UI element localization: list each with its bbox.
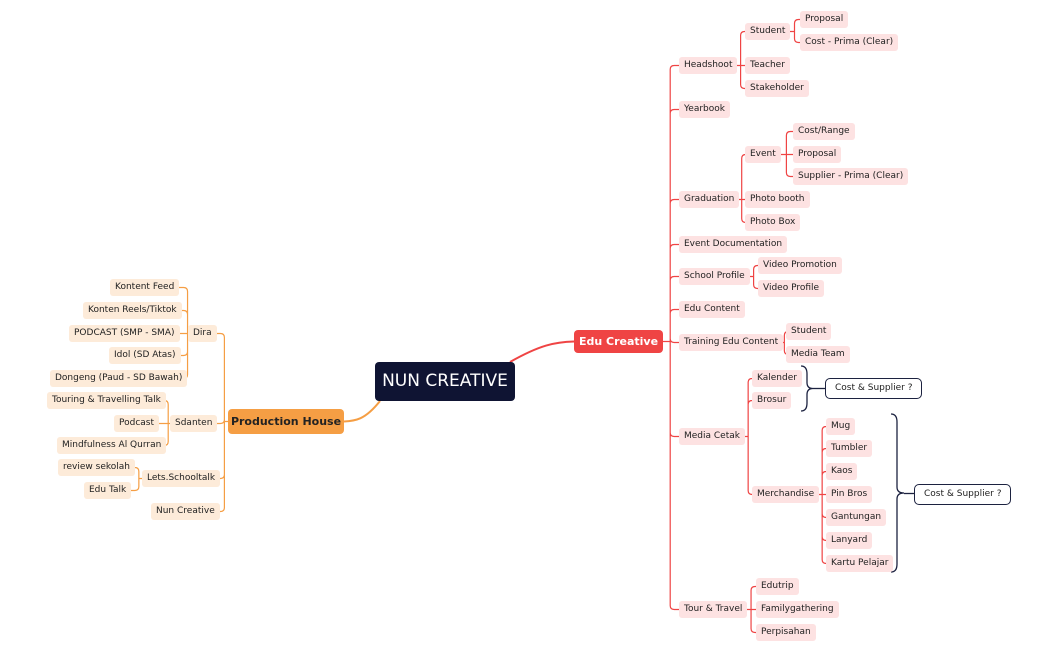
review-sekolah-node[interactable]: review sekolah bbox=[58, 459, 135, 476]
familygathering-node[interactable]: Familygathering bbox=[756, 601, 839, 618]
graduation-node[interactable]: Graduation bbox=[679, 191, 740, 208]
brace-1 bbox=[800, 365, 814, 412]
tumbler-node[interactable]: Tumbler bbox=[826, 440, 873, 457]
merchandise-node[interactable]: Merchandise bbox=[752, 486, 820, 503]
sdanten-node[interactable]: Sdanten bbox=[170, 415, 218, 432]
media-cetak-links bbox=[745, 377, 753, 496]
kaos-node[interactable]: Kaos bbox=[826, 463, 858, 480]
school-profile-node[interactable]: School Profile bbox=[679, 268, 750, 285]
lanyard-node[interactable]: Lanyard bbox=[826, 532, 873, 549]
brace-2 bbox=[890, 413, 905, 573]
kartu-pelajar-node[interactable]: Kartu Pelajar bbox=[826, 555, 894, 572]
event-proposal-node[interactable]: Proposal bbox=[793, 146, 842, 163]
headshoot-node[interactable]: Headshoot bbox=[679, 57, 738, 74]
yearbook-node[interactable]: Yearbook bbox=[679, 101, 730, 118]
merchandise-links bbox=[819, 425, 827, 565]
konten-reels-node[interactable]: Konten Reels/Tiktok bbox=[83, 302, 182, 319]
event-documentation-node[interactable]: Event Documentation bbox=[679, 236, 788, 253]
perpisahan-node[interactable]: Perpisahan bbox=[756, 624, 816, 641]
supplier-prima-node[interactable]: Supplier - Prima (Clear) bbox=[793, 168, 909, 185]
graduation-links bbox=[739, 153, 746, 224]
idol-sd-node[interactable]: Idol (SD Atas) bbox=[109, 347, 181, 364]
dira-links bbox=[179, 286, 189, 380]
cost-prima-node[interactable]: Cost - Prima (Clear) bbox=[800, 34, 899, 51]
gantungan-node[interactable]: Gantungan bbox=[826, 509, 887, 526]
edutrip-node[interactable]: Edutrip bbox=[756, 578, 799, 595]
ph-branch-links bbox=[217, 332, 228, 513]
root-edu-link bbox=[509, 340, 575, 363]
proposal-node[interactable]: Proposal bbox=[800, 11, 849, 28]
edu-content-node[interactable]: Edu Content bbox=[679, 301, 745, 318]
kontent-feed-node[interactable]: Kontent Feed bbox=[110, 279, 180, 296]
training-student-node[interactable]: Student bbox=[786, 323, 832, 340]
photo-booth-node[interactable]: Photo booth bbox=[745, 191, 810, 208]
podcast-node[interactable]: Podcast bbox=[114, 415, 160, 432]
headshoot-links bbox=[737, 30, 745, 90]
tour-links bbox=[747, 585, 756, 634]
video-promotion-node[interactable]: Video Promotion bbox=[758, 257, 842, 274]
brosur-node[interactable]: Brosur bbox=[752, 392, 792, 409]
touring-talk-node[interactable]: Touring & Travelling Talk bbox=[47, 392, 166, 409]
stakeholder-node[interactable]: Stakeholder bbox=[745, 80, 809, 97]
cost-supplier-callout-1[interactable]: Cost & Supplier ? bbox=[825, 378, 923, 399]
school-profile-links bbox=[750, 264, 758, 290]
event-node[interactable]: Event bbox=[745, 146, 781, 163]
mug-node[interactable]: Mug bbox=[826, 418, 856, 435]
pin-bros-node[interactable]: Pin Bros bbox=[826, 486, 873, 503]
root-ph-link bbox=[343, 400, 381, 423]
video-profile-node[interactable]: Video Profile bbox=[758, 280, 825, 297]
mindfulness-node[interactable]: Mindfulness Al Qurran bbox=[57, 437, 167, 454]
tour-travel-node[interactable]: Tour & Travel bbox=[679, 601, 748, 618]
headshoot-student-node[interactable]: Student bbox=[745, 23, 791, 40]
dongeng-node[interactable]: Dongeng (Paud - SD Bawah) bbox=[50, 370, 188, 387]
cost-range-node[interactable]: Cost/Range bbox=[793, 123, 855, 140]
training-edu-content-node[interactable]: Training Edu Content bbox=[679, 334, 784, 351]
sdanten-links bbox=[159, 399, 170, 447]
root-node[interactable]: NUN CREATIVE bbox=[375, 362, 515, 401]
edu-creative-node[interactable]: Edu Creative bbox=[574, 330, 663, 353]
podcast-smp-node[interactable]: PODCAST (SMP - SMA) bbox=[69, 325, 180, 342]
edu-talk-node[interactable]: Edu Talk bbox=[84, 482, 132, 499]
media-team-node[interactable]: Media Team bbox=[786, 346, 850, 363]
student-links bbox=[790, 18, 800, 44]
nun-creative-node[interactable]: Nun Creative bbox=[151, 503, 220, 520]
cost-supplier-callout-2[interactable]: Cost & Supplier ? bbox=[914, 484, 1012, 505]
kalender-node[interactable]: Kalender bbox=[752, 370, 802, 387]
photo-box-node[interactable]: Photo Box bbox=[745, 214, 801, 231]
dira-node[interactable]: Dira bbox=[188, 325, 217, 342]
lets-schooltalk-node[interactable]: Lets.Schooltalk bbox=[142, 470, 221, 487]
event-links bbox=[781, 130, 793, 178]
edu-branch-links bbox=[663, 64, 679, 611]
teacher-node[interactable]: Teacher bbox=[745, 57, 790, 74]
production-house-node[interactable]: Production House bbox=[228, 409, 344, 434]
media-cetak-node[interactable]: Media Cetak bbox=[679, 428, 745, 445]
